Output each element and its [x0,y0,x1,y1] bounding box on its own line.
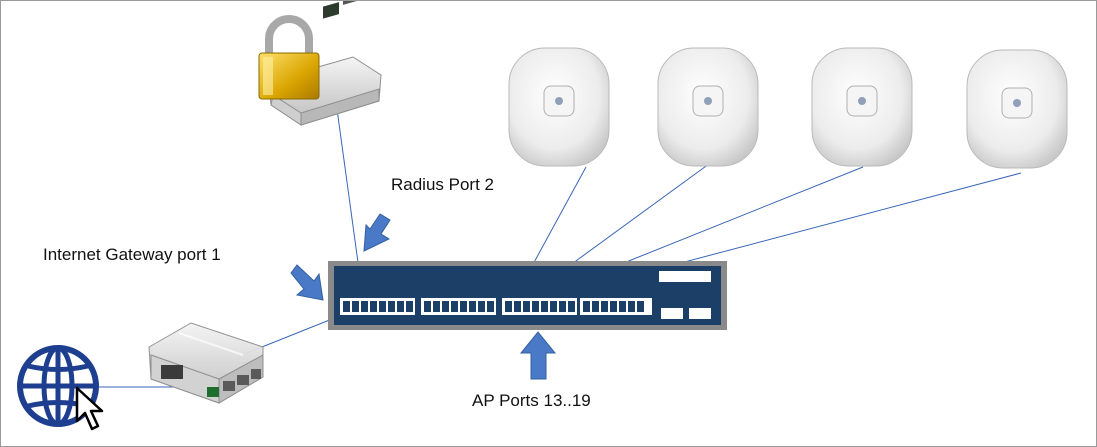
switch-port-group-3 [502,298,577,315]
label-radius-port: Radius Port 2 [391,175,494,194]
access-point-icon [966,49,1068,169]
arrow-ap-ports [519,331,557,380]
access-point-icon [811,47,913,167]
arrow-gateway [290,264,324,301]
access-point-icon [508,47,610,167]
access-point-icon [657,47,759,167]
switch-port-group-4 [580,298,652,315]
arrow-radius [363,213,391,252]
switch-uplink-port [689,308,711,319]
label-ap-ports: AP Ports 13..19 [472,391,591,410]
switch-port-group-1 [340,298,415,315]
cursor-arrow-icon [75,386,104,431]
switch-port-group-2 [421,298,496,315]
raspberry-pi-icon [148,322,264,404]
globe-cursor-icon [17,345,104,431]
raspberry-pi-lock-icon [258,1,382,126]
switch-uplink-port [661,308,683,319]
switch-uplink-bar [659,271,711,282]
network-switch-icon [328,261,727,330]
label-internet-gateway-port: Internet Gateway port 1 [43,245,221,264]
